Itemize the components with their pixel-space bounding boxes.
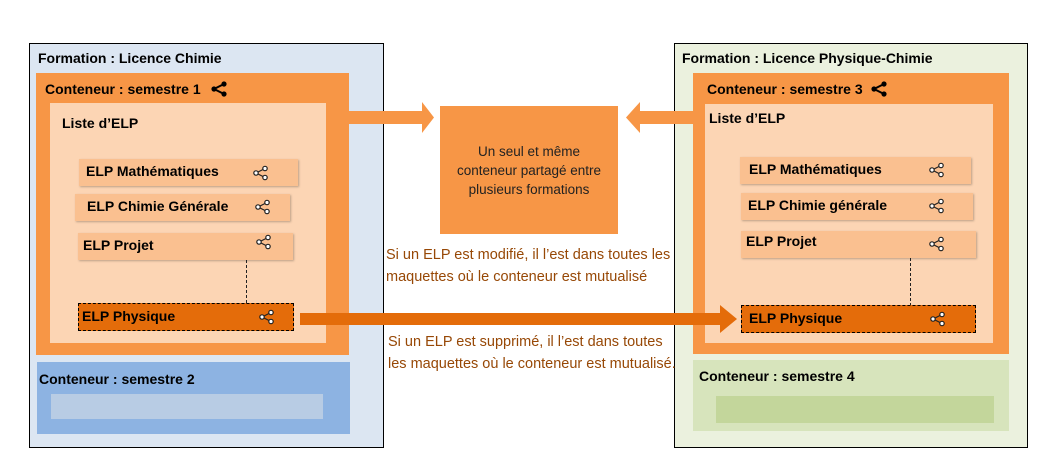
arrow-right-to-center: [345, 102, 434, 133]
shared-container-note: Un seul et même conteneur partagé entre …: [440, 106, 618, 234]
elp-item-projet[interactable]: ELP Projet: [741, 231, 976, 258]
container-title: Conteneur : semestre 4: [699, 368, 855, 384]
container-title: Conteneur : semestre 1: [45, 81, 201, 97]
note-deleted: Si un ELP est supprimé, il l’est dans to…: [388, 334, 676, 372]
formation-title: Formation : Licence Physique-Chimie: [682, 50, 933, 66]
dashed-connector: [910, 258, 911, 306]
elp-label: ELP Mathématiques: [749, 161, 882, 177]
elp-label: ELP Physique: [82, 308, 176, 324]
share-icon[interactable]: [929, 162, 945, 178]
elp-item-mathematiques[interactable]: ELP Mathématiques: [79, 159, 298, 186]
dashed-connector: [246, 260, 247, 303]
elp-label: ELP Chimie Générale: [87, 198, 229, 214]
elp-list-title: Liste d’ELP: [62, 115, 139, 131]
elp-item-chimie-generale[interactable]: ELP Chimie Générale: [75, 194, 290, 221]
share-icon[interactable]: [255, 199, 271, 215]
arrow-elp-physique-propagation: [300, 305, 737, 333]
share-icon[interactable]: [256, 234, 272, 250]
elp-label: ELP Projet: [746, 233, 817, 249]
elp-label: ELP Chimie générale: [748, 197, 888, 213]
elp-list-empty: [716, 396, 994, 423]
container-title: Conteneur : semestre 2: [39, 371, 195, 387]
note-modified: Si un ELP est modifié, il l’est dans tou…: [386, 247, 671, 285]
container-semestre-4[interactable]: Conteneur : semestre 4: [693, 360, 1009, 431]
share-icon[interactable]: [929, 236, 945, 252]
elp-list-empty: [51, 394, 323, 419]
share-icon[interactable]: [871, 81, 887, 97]
share-icon[interactable]: [253, 165, 269, 181]
container-title: Conteneur : semestre 3: [707, 81, 863, 97]
container-header: Conteneur : semestre 3: [707, 81, 887, 97]
share-icon[interactable]: [259, 309, 275, 325]
elp-list-title: Liste d’ELP: [709, 110, 786, 126]
share-icon[interactable]: [930, 311, 946, 327]
elp-label: ELP Projet: [83, 237, 154, 253]
elp-item-physique-selected[interactable]: ELP Physique: [741, 305, 976, 333]
elp-label: ELP Physique: [749, 310, 843, 326]
share-icon[interactable]: [929, 198, 945, 214]
central-note-text: Un seul et même conteneur partagé entre …: [456, 143, 602, 197]
elp-item-chimie-generale[interactable]: ELP Chimie générale: [741, 193, 973, 220]
container-semestre-2[interactable]: Conteneur : semestre 2: [37, 362, 350, 434]
formation-title: Formation : Licence Chimie: [38, 50, 222, 66]
arrow-left-to-center: [626, 102, 700, 133]
elp-item-projet[interactable]: ELP Projet: [78, 233, 293, 260]
elp-item-physique-selected[interactable]: ELP Physique: [78, 303, 294, 331]
elp-label: ELP Mathématiques: [86, 163, 219, 179]
elp-item-mathematiques[interactable]: ELP Mathématiques: [740, 157, 971, 184]
container-header: Conteneur : semestre 1: [45, 81, 227, 97]
elp-list: Liste d’ELP: [705, 104, 993, 343]
share-icon[interactable]: [211, 81, 227, 97]
